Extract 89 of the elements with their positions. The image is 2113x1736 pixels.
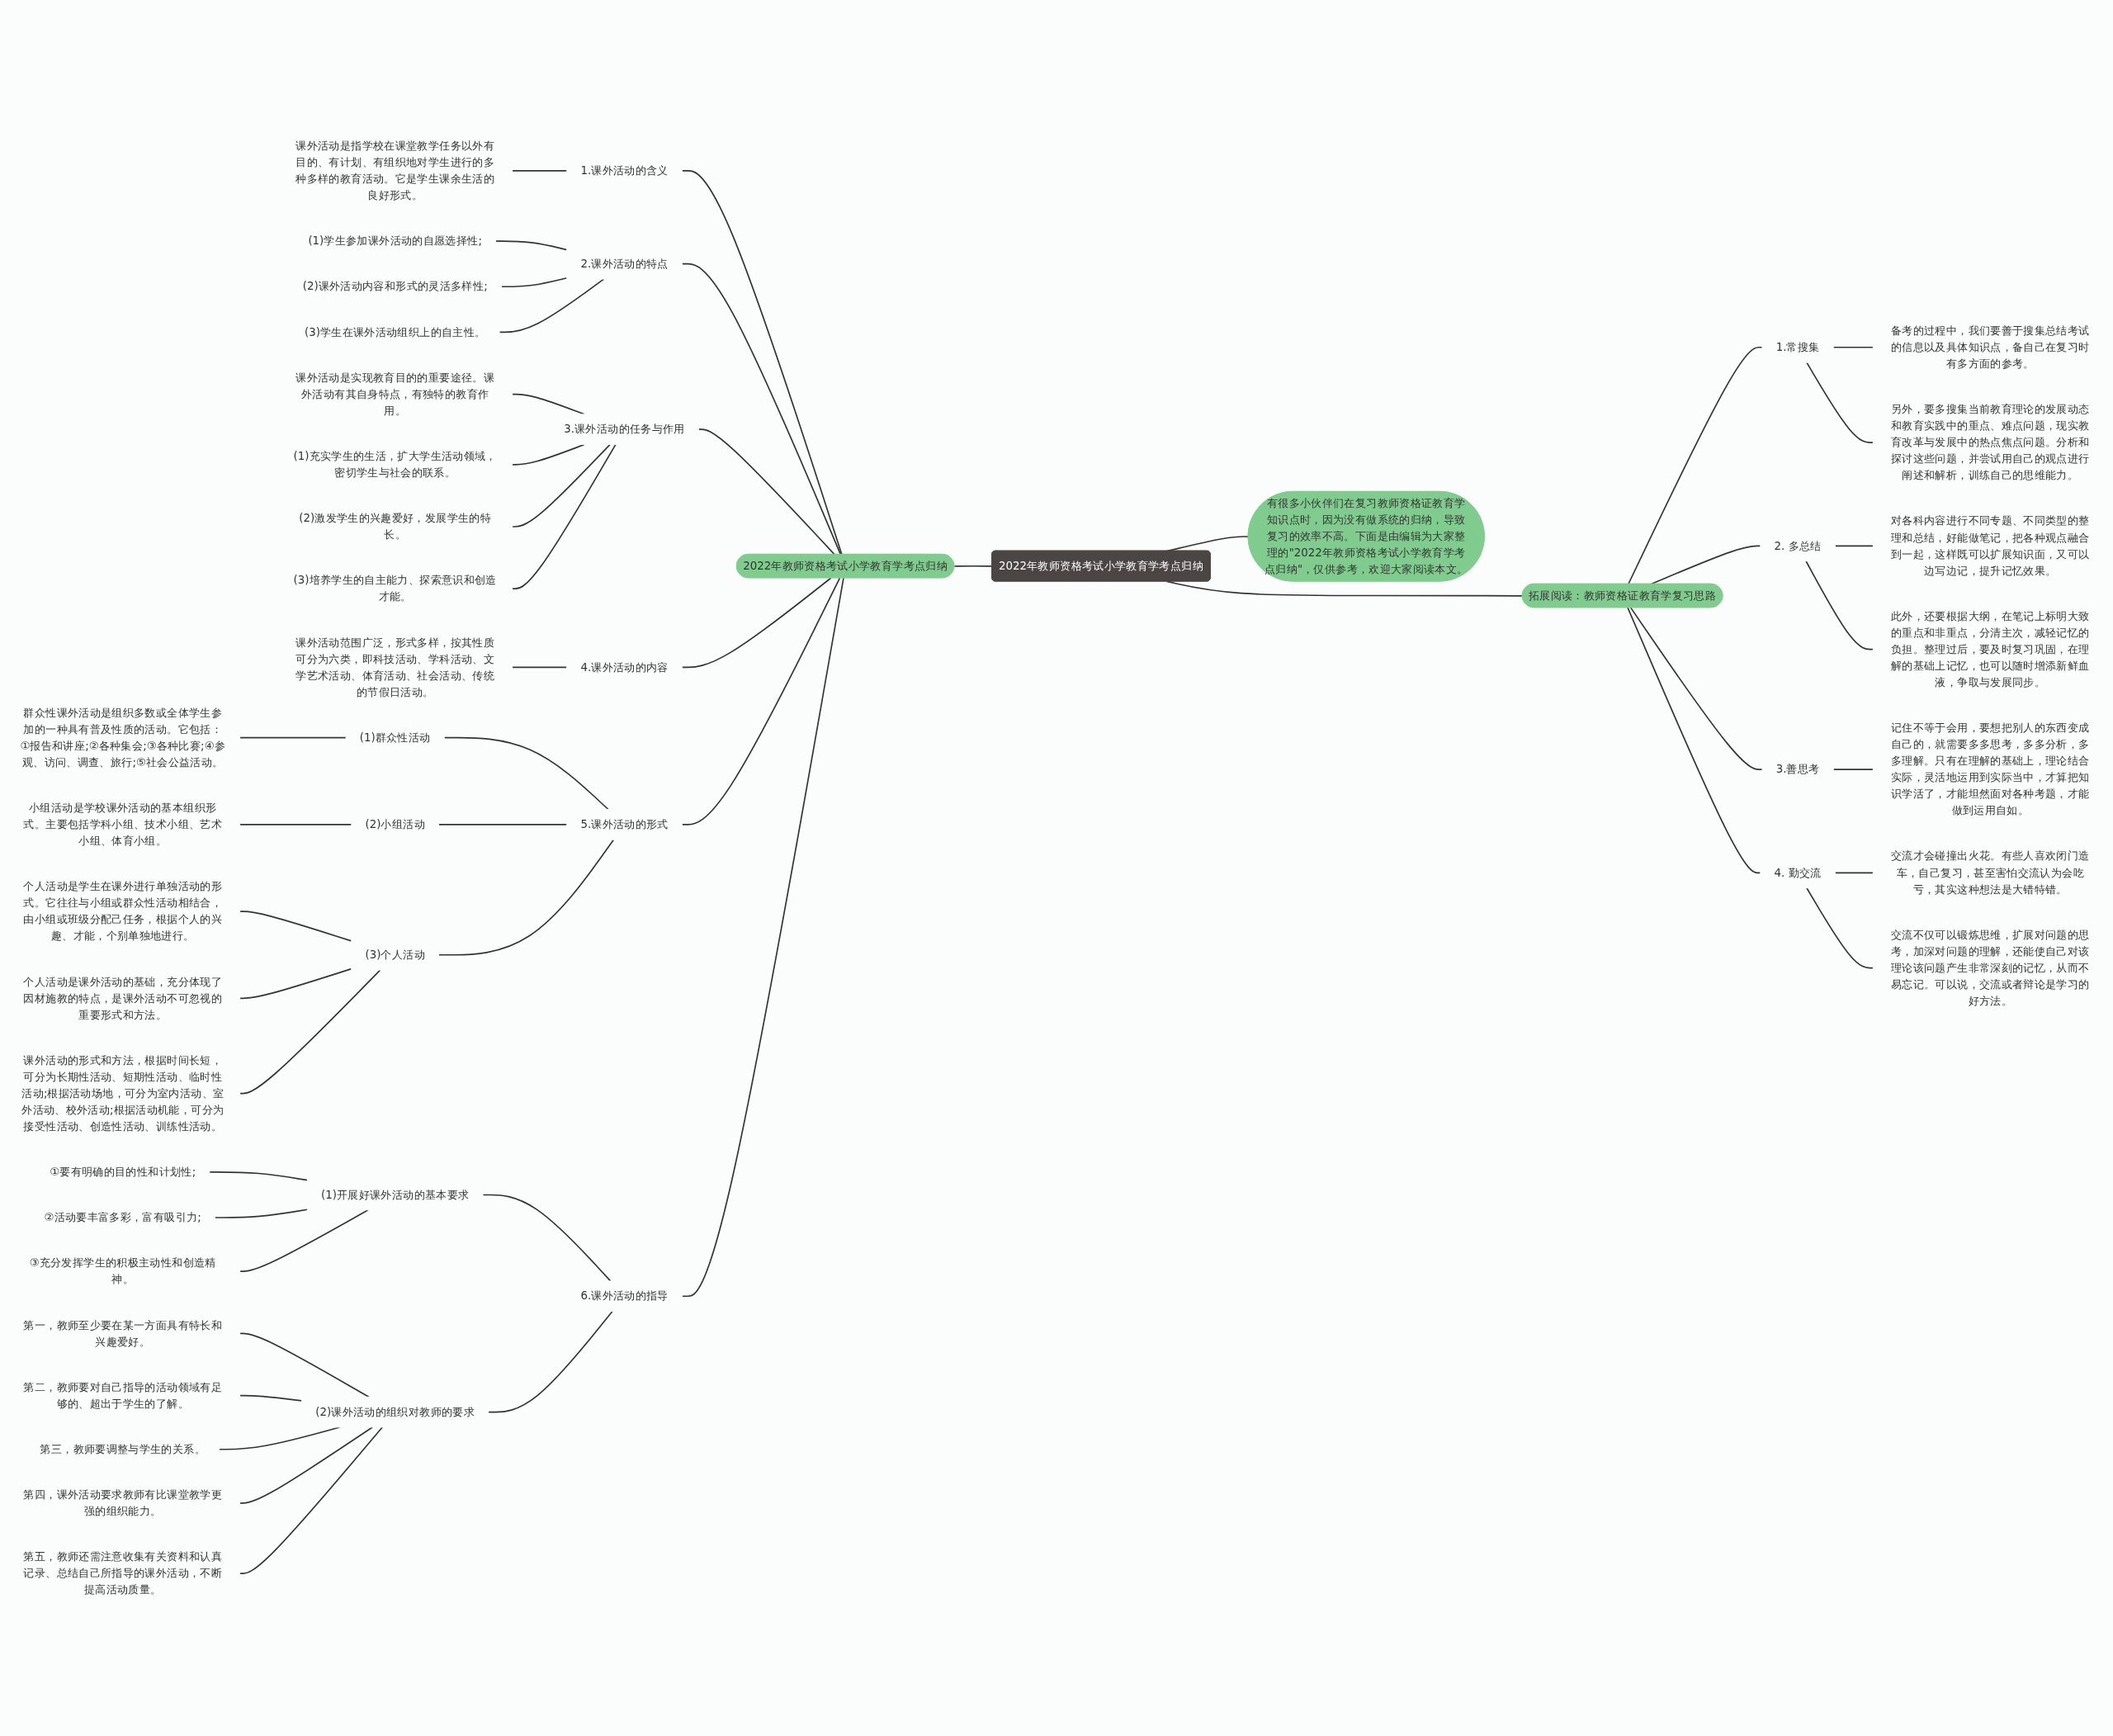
connector bbox=[487, 1310, 613, 1413]
connector bbox=[214, 1209, 309, 1218]
connector bbox=[1832, 346, 1874, 348]
node-text: 2. 多总结 bbox=[1774, 539, 1822, 552]
connector bbox=[1805, 560, 1874, 650]
node-text: 第一，教师至少要在某一方面具有特长和兴趣爱好。 bbox=[23, 1318, 222, 1348]
node-text: 课外活动范围广泛，形式多样，按其性质可分为六类，即科技活动、学科活动、文学艺术活动、体育活动、社会活动、传统的节假日活动。 bbox=[295, 635, 494, 698]
connector bbox=[239, 1394, 303, 1402]
node-text: 3.善思考 bbox=[1775, 762, 1820, 776]
connector bbox=[953, 565, 993, 567]
connector bbox=[239, 1209, 369, 1273]
node-text: 第四，课外活动要求教师有比课堂教学更强的组织能力。 bbox=[23, 1488, 222, 1518]
connector bbox=[437, 824, 568, 825]
node-text: (1)充实学生的生活，扩大学生活动领域，密切学生与社会的联系。 bbox=[293, 449, 497, 480]
connector bbox=[681, 170, 843, 556]
node-text: 第五，教师还需注意收集有关资料和认真记录、总结自己所指导的课外活动，不断提高活动质量。 bbox=[23, 1549, 222, 1596]
connector bbox=[500, 277, 568, 288]
connector bbox=[681, 577, 832, 669]
node-text: (1)开展好课外活动的基本要求 bbox=[321, 1188, 470, 1201]
node-text: (2)课外活动内容和形式的灵活多样性; bbox=[302, 279, 488, 293]
node-text: (1)学生参加课外活动的自愿选择性; bbox=[308, 234, 482, 248]
connector bbox=[511, 443, 585, 466]
node-text: ③充分发挥学生的积极主动性和创造精神。 bbox=[29, 1256, 216, 1286]
connector bbox=[511, 666, 568, 669]
node-text: (2)课外活动的组织对教师的要求 bbox=[315, 1405, 475, 1419]
connector bbox=[437, 839, 615, 956]
connector bbox=[239, 1426, 383, 1574]
node-text: ②活动要丰富多彩，富有吸引力; bbox=[44, 1210, 201, 1224]
node-text: (2)激发学生的兴趣爱好，发展学生的特长。 bbox=[299, 511, 492, 542]
node-text: 另外，要多搜集当前教育理论的发展动态和教育实践中的重点、难点问题，现实教育改革与发展中的热点焦点问题。分析和探讨这些问题，并尝试用自己的观点进行阐述和解析，训练自己的思维能力。 bbox=[1891, 402, 2090, 482]
node-text: 4.课外活动的内容 bbox=[580, 660, 669, 674]
connector bbox=[1629, 607, 1763, 770]
node-text: (3)培养学生的自主能力、探索意识和创造才能。 bbox=[293, 573, 497, 603]
connector bbox=[681, 577, 841, 825]
node-text: 第三，教师要调整与学生的关系。 bbox=[40, 1442, 206, 1456]
node-text: (2)小组活动 bbox=[365, 817, 425, 831]
node-text: 交流才会碰撞出火花。有些人喜欢闭门造车，自己复习，甚至害怕交流认为会吃亏，其实这种想法是大错特错。 bbox=[1891, 849, 2090, 896]
connector bbox=[1834, 545, 1874, 547]
node-text: 个人活动是课外活动的基础，充分体现了因材施教的特点，是课外活动不可忽视的重要形式和方法。 bbox=[23, 974, 222, 1021]
node-text: 1.课外活动的含义 bbox=[580, 163, 669, 177]
node-text: 课外活动的形式和方法，根据时间长短，可分为长期性活动、短期性活动、临时性活动;根据活动场地，可分为室内活动、室外活动、校外活动;根据活动机能，可分为接受性活动、创造性活动、训练性活动。 bbox=[21, 1053, 225, 1133]
connector bbox=[511, 443, 617, 589]
connector bbox=[681, 577, 844, 1298]
node-text: (3)个人活动 bbox=[365, 948, 425, 962]
node-text: 小组活动是学校课外活动的基本组织形式。主要包括学科小组、技术小组、艺术小组、体育小组。 bbox=[23, 801, 222, 848]
node-text: 课外活动是指学校在课堂教学任务以外有目的、有计划、有组织地对学生进行的多种多样的教育活动。它是学生课余生活的良好形式。 bbox=[295, 139, 494, 202]
connector bbox=[1832, 769, 1874, 770]
connector bbox=[511, 170, 568, 172]
node-text: 第二，教师要对自己指导的活动领域有足够的、超出于学生的了解。 bbox=[23, 1380, 222, 1411]
connector bbox=[239, 969, 381, 1095]
node-text: 备考的过程中，我们要善于搜集总结考试的信息以及具体知识点，备自己在复习时有多方面的参考。 bbox=[1891, 324, 2090, 371]
connector bbox=[1627, 607, 1761, 874]
connector bbox=[1834, 872, 1874, 874]
connector bbox=[1806, 887, 1874, 969]
connector bbox=[1627, 346, 1763, 585]
connector bbox=[239, 824, 352, 825]
connector bbox=[209, 1171, 309, 1181]
node-text: 2.课外活动的特点 bbox=[580, 257, 669, 271]
connector bbox=[697, 428, 836, 556]
node-text: 6.课外活动的指导 bbox=[580, 1289, 669, 1303]
connector bbox=[239, 967, 352, 1000]
connector bbox=[494, 240, 568, 251]
connector bbox=[239, 1332, 370, 1398]
node-text: 群众性课外活动是组织多数或全体学生参加的一种具有普及性质的活动。它包括：①报告和讲座;②各种集会;③各种比赛;④参观、访问、调查、旅行;⑤社会公益活动。 bbox=[20, 706, 225, 769]
node-text: (1)群众性活动 bbox=[359, 731, 431, 745]
connector bbox=[511, 443, 611, 527]
node-text: ①要有明确的目的性和计划性; bbox=[50, 1165, 196, 1179]
connector bbox=[511, 393, 585, 415]
node-text: 课外活动是实现教育目的的重要途径。课外活动有其自身特点，有独特的教育作用。 bbox=[295, 371, 494, 418]
connector bbox=[239, 736, 347, 739]
node-text: 5.课外活动的形式 bbox=[580, 817, 669, 831]
connector bbox=[1650, 545, 1761, 585]
node-text: 记住不等于会用，要想把别人的东西变成自己的，就需要多多思考，多多分析，多多理解。只有在理解的基础上，理论结合实际，灵活地运用到实际当中，才算把知识学活了，才能坦然面对各种考题，才能做到运用自如。 bbox=[1891, 721, 2090, 817]
node-text: 交流不仅可以锻炼思维，扩展对问题的思考，加深对问题的理解，还能使自己对该理论该问题产生非常深刻的记忆，从而不易忘记。可以说，交流或者辩论是学习的好方法。 bbox=[1891, 928, 2090, 1008]
connector bbox=[499, 278, 605, 333]
connector bbox=[239, 1426, 373, 1504]
connector bbox=[1166, 580, 1524, 597]
node-text: (3)学生在课外活动组织上的自主性。 bbox=[304, 325, 486, 338]
connector bbox=[443, 736, 609, 811]
node-text: 个人活动是学生在课外进行单独活动的形式。它往往与小组或群众性活动相结合，由小组或班级分配己任务，根据个人的兴趣、才能，个别单独地进行。 bbox=[23, 879, 222, 943]
connector bbox=[1806, 362, 1874, 443]
node-text: 3.课外活动的任务与作用 bbox=[564, 422, 685, 436]
connector bbox=[681, 263, 842, 556]
node-text: 对各科内容进行不同专题、不同类型的整理和总结，好能做笔记，把各种观点融合到一起，这样既可以扩展知识面，又可以边写边记，提升记忆效果。 bbox=[1891, 513, 2090, 577]
node-text: 此外，还要根据大纲，在笔记上标明大致的重点和非重点，分清主次，减轻记忆的负担。整理过后，要及时复习巩固，在理解的基础上记忆，也可以随时增添新鲜血液，争取与发展同步。 bbox=[1891, 609, 2090, 689]
node-text: 4. 勤交流 bbox=[1774, 865, 1822, 879]
connector bbox=[239, 911, 352, 942]
connector bbox=[482, 1194, 612, 1282]
node-text: 1.常搜集 bbox=[1775, 340, 1820, 354]
